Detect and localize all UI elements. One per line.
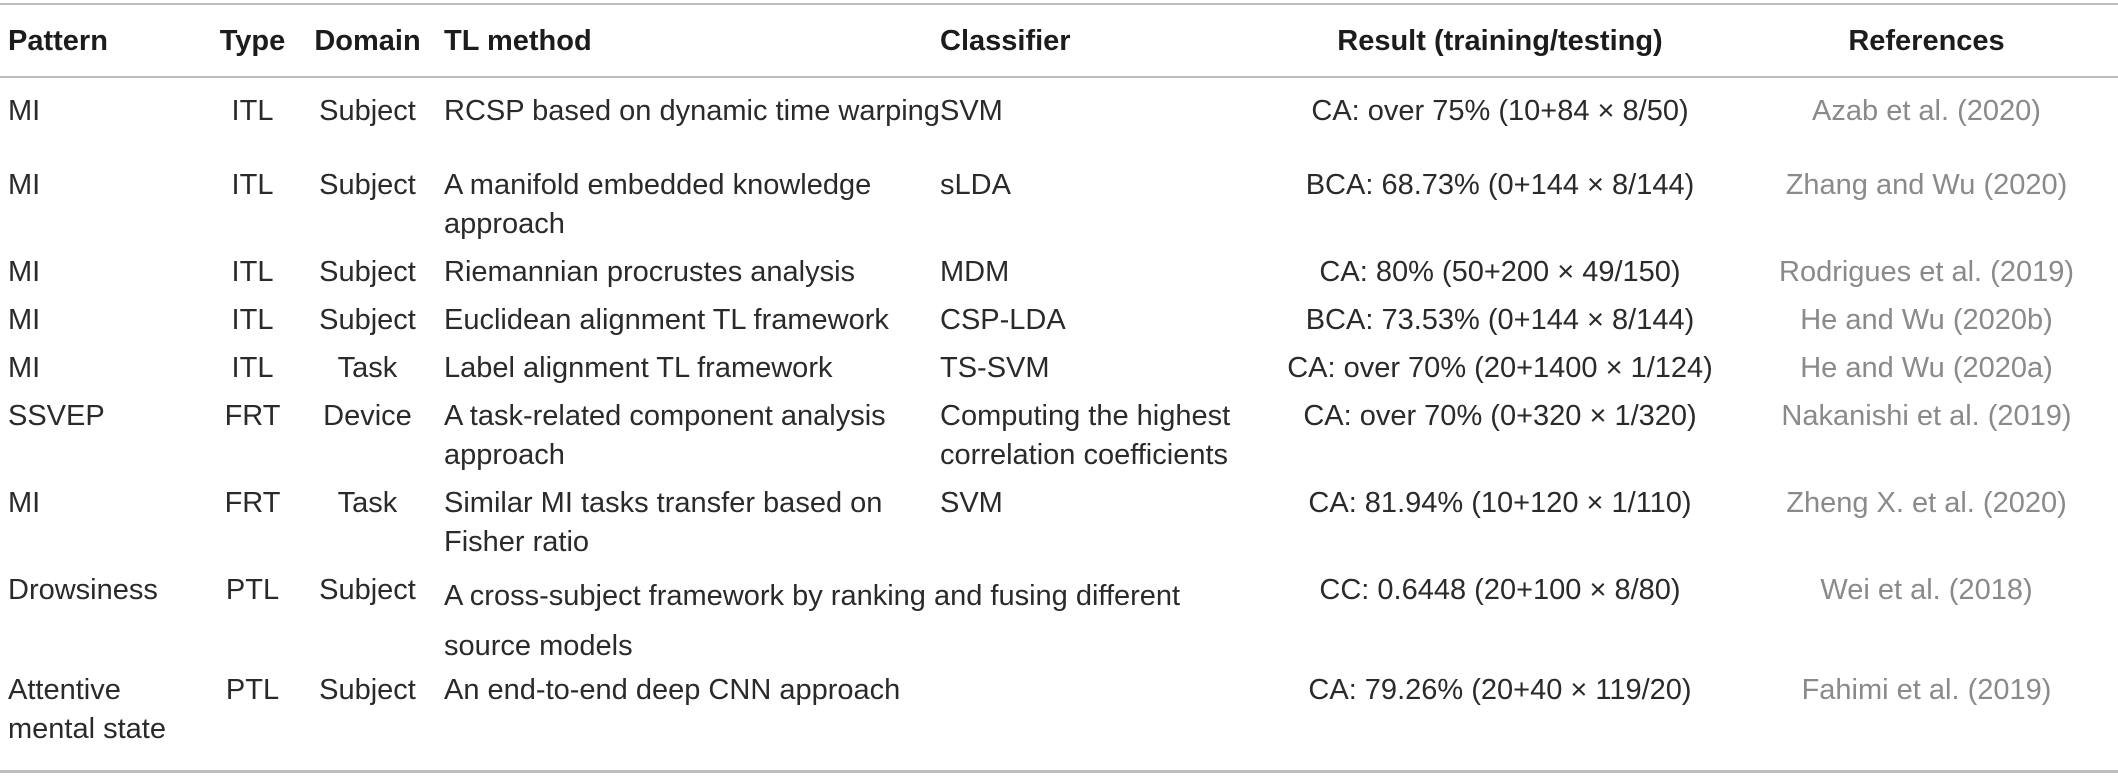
cell-reference-link[interactable]: He and Wu (2020b): [1800, 304, 2053, 336]
cell-classifier: CSP-LDA: [940, 304, 1066, 336]
top-rule: [0, 3, 2118, 5]
cell-tl-method: Similar MI tasks transfer based on Fishe…: [444, 487, 883, 558]
cell-tl-method: An end-to-end deep CNN approach: [444, 674, 901, 706]
cell-domain: Task: [337, 487, 398, 519]
cell-pattern: MI: [8, 304, 41, 336]
cell-domain: Subject: [319, 574, 416, 606]
header-result: Result (training/testing): [1337, 24, 1663, 57]
bottom-rule: [0, 770, 2118, 773]
cell-pattern: MI: [8, 95, 41, 127]
cell-domain: Subject: [319, 304, 416, 336]
cell-result: BCA: 68.73% (0+144 × 8/144): [1305, 169, 1695, 201]
cell-reference-link[interactable]: Zheng X. et al. (2020): [1786, 487, 2067, 519]
cell-result: CA: 81.94% (10+120 × 1/110): [1308, 487, 1692, 519]
cell-result: CA: over 75% (10+84 × 8/50): [1311, 95, 1689, 127]
cell-domain: Device: [323, 400, 412, 432]
table-row: MI ITL Subject Riemannian procrustes ana…: [0, 250, 2118, 298]
cell-reference-link[interactable]: Wei et al. (2018): [1820, 574, 2033, 606]
cell-result: CA: over 70% (0+320 × 1/320): [1303, 400, 1697, 432]
cell-domain: Subject: [319, 674, 416, 706]
cell-pattern: MI: [8, 487, 41, 519]
cell-tl-method: Euclidean alignment TL framework: [444, 304, 889, 336]
header-classifier: Classifier: [940, 24, 1071, 57]
cell-pattern: MI: [8, 256, 41, 288]
cell-reference-link[interactable]: Zhang and Wu (2020): [1785, 169, 2068, 201]
tl-methods-table: Pattern Type Domain TL method Classifier…: [0, 6, 2118, 751]
cell-classifier: SVM: [940, 95, 1003, 127]
header-tl-method: TL method: [444, 24, 592, 57]
table-row: Attentive mental state PTL Subject An en…: [0, 671, 2118, 751]
header-domain: Domain: [314, 24, 421, 57]
cell-type: FRT: [224, 400, 281, 432]
table-row: SSVEP FRT Device A task-related componen…: [0, 394, 2118, 481]
cell-tl-method: A task-related component analysis approa…: [444, 400, 886, 471]
cell-domain: Subject: [319, 169, 416, 201]
cell-type: FRT: [224, 487, 281, 519]
cell-tl-method: A cross-subject framework by ranking and…: [444, 580, 1181, 662]
cell-type: ITL: [231, 352, 274, 384]
cell-result: BCA: 73.53% (0+144 × 8/144): [1305, 304, 1695, 336]
table-row: MI ITL Subject Euclidean alignment TL fr…: [0, 298, 2118, 346]
cell-pattern: Drowsiness: [8, 574, 158, 606]
cell-result: CA: over 70% (20+1400 × 1/124): [1287, 352, 1713, 384]
cell-result: CC: 0.6448 (20+100 × 8/80): [1319, 574, 1681, 606]
cell-tl-method: Riemannian procrustes analysis: [444, 256, 856, 288]
table-row: MI ITL Subject A manifold embedded knowl…: [0, 163, 2118, 250]
table-row: MI FRT Task Similar MI tasks transfer ba…: [0, 481, 2118, 568]
cell-type: ITL: [231, 95, 274, 127]
cell-tl-method: RCSP based on dynamic time warping: [444, 95, 940, 127]
cell-reference-link[interactable]: Azab et al. (2020): [1812, 95, 2041, 127]
header-row: Pattern Type Domain TL method Classifier…: [0, 6, 2118, 76]
cell-classifier: SVM: [940, 487, 1003, 519]
cell-type: ITL: [231, 304, 274, 336]
cell-result: CA: 80% (50+200 × 49/150): [1319, 256, 1681, 288]
cell-pattern: Attentive mental state: [8, 674, 166, 745]
cell-reference-link[interactable]: Nakanishi et al. (2019): [1781, 400, 2072, 432]
cell-classifier: Computing the highest correlation coeffi…: [940, 400, 1231, 471]
cell-type: PTL: [225, 674, 280, 706]
cell-classifier: TS-SVM: [940, 352, 1050, 384]
header-type: Type: [219, 24, 286, 57]
header-references: References: [1848, 24, 2005, 57]
table-row: MI ITL Subject RCSP based on dynamic tim…: [0, 76, 2118, 163]
cell-reference-link[interactable]: He and Wu (2020a): [1800, 352, 2053, 384]
cell-pattern: MI: [8, 352, 41, 384]
cell-classifier: MDM: [940, 256, 1010, 288]
cell-pattern: MI: [8, 169, 41, 201]
header-rule: [0, 76, 2118, 78]
table-row: MI ITL Task Label alignment TL framework…: [0, 346, 2118, 394]
cell-type: ITL: [231, 256, 274, 288]
cell-domain: Task: [337, 352, 398, 384]
cell-classifier: sLDA: [940, 169, 1011, 201]
cell-domain: Subject: [319, 256, 416, 288]
cell-reference-link[interactable]: Rodrigues et al. (2019): [1779, 256, 2074, 288]
cell-result: CA: 79.26% (20+40 × 119/20): [1308, 674, 1692, 706]
cell-tl-method: A manifold embedded knowledge approach: [444, 169, 872, 240]
cell-pattern: SSVEP: [8, 400, 105, 432]
cell-domain: Subject: [319, 95, 416, 127]
cell-reference-link[interactable]: Fahimi et al. (2019): [1801, 674, 2052, 706]
header-pattern: Pattern: [8, 24, 108, 57]
table-row: Drowsiness PTL Subject A cross-subject f…: [0, 568, 2118, 671]
cell-type: ITL: [231, 169, 274, 201]
cell-type: PTL: [225, 574, 280, 606]
cell-tl-method: Label alignment TL framework: [444, 352, 833, 384]
